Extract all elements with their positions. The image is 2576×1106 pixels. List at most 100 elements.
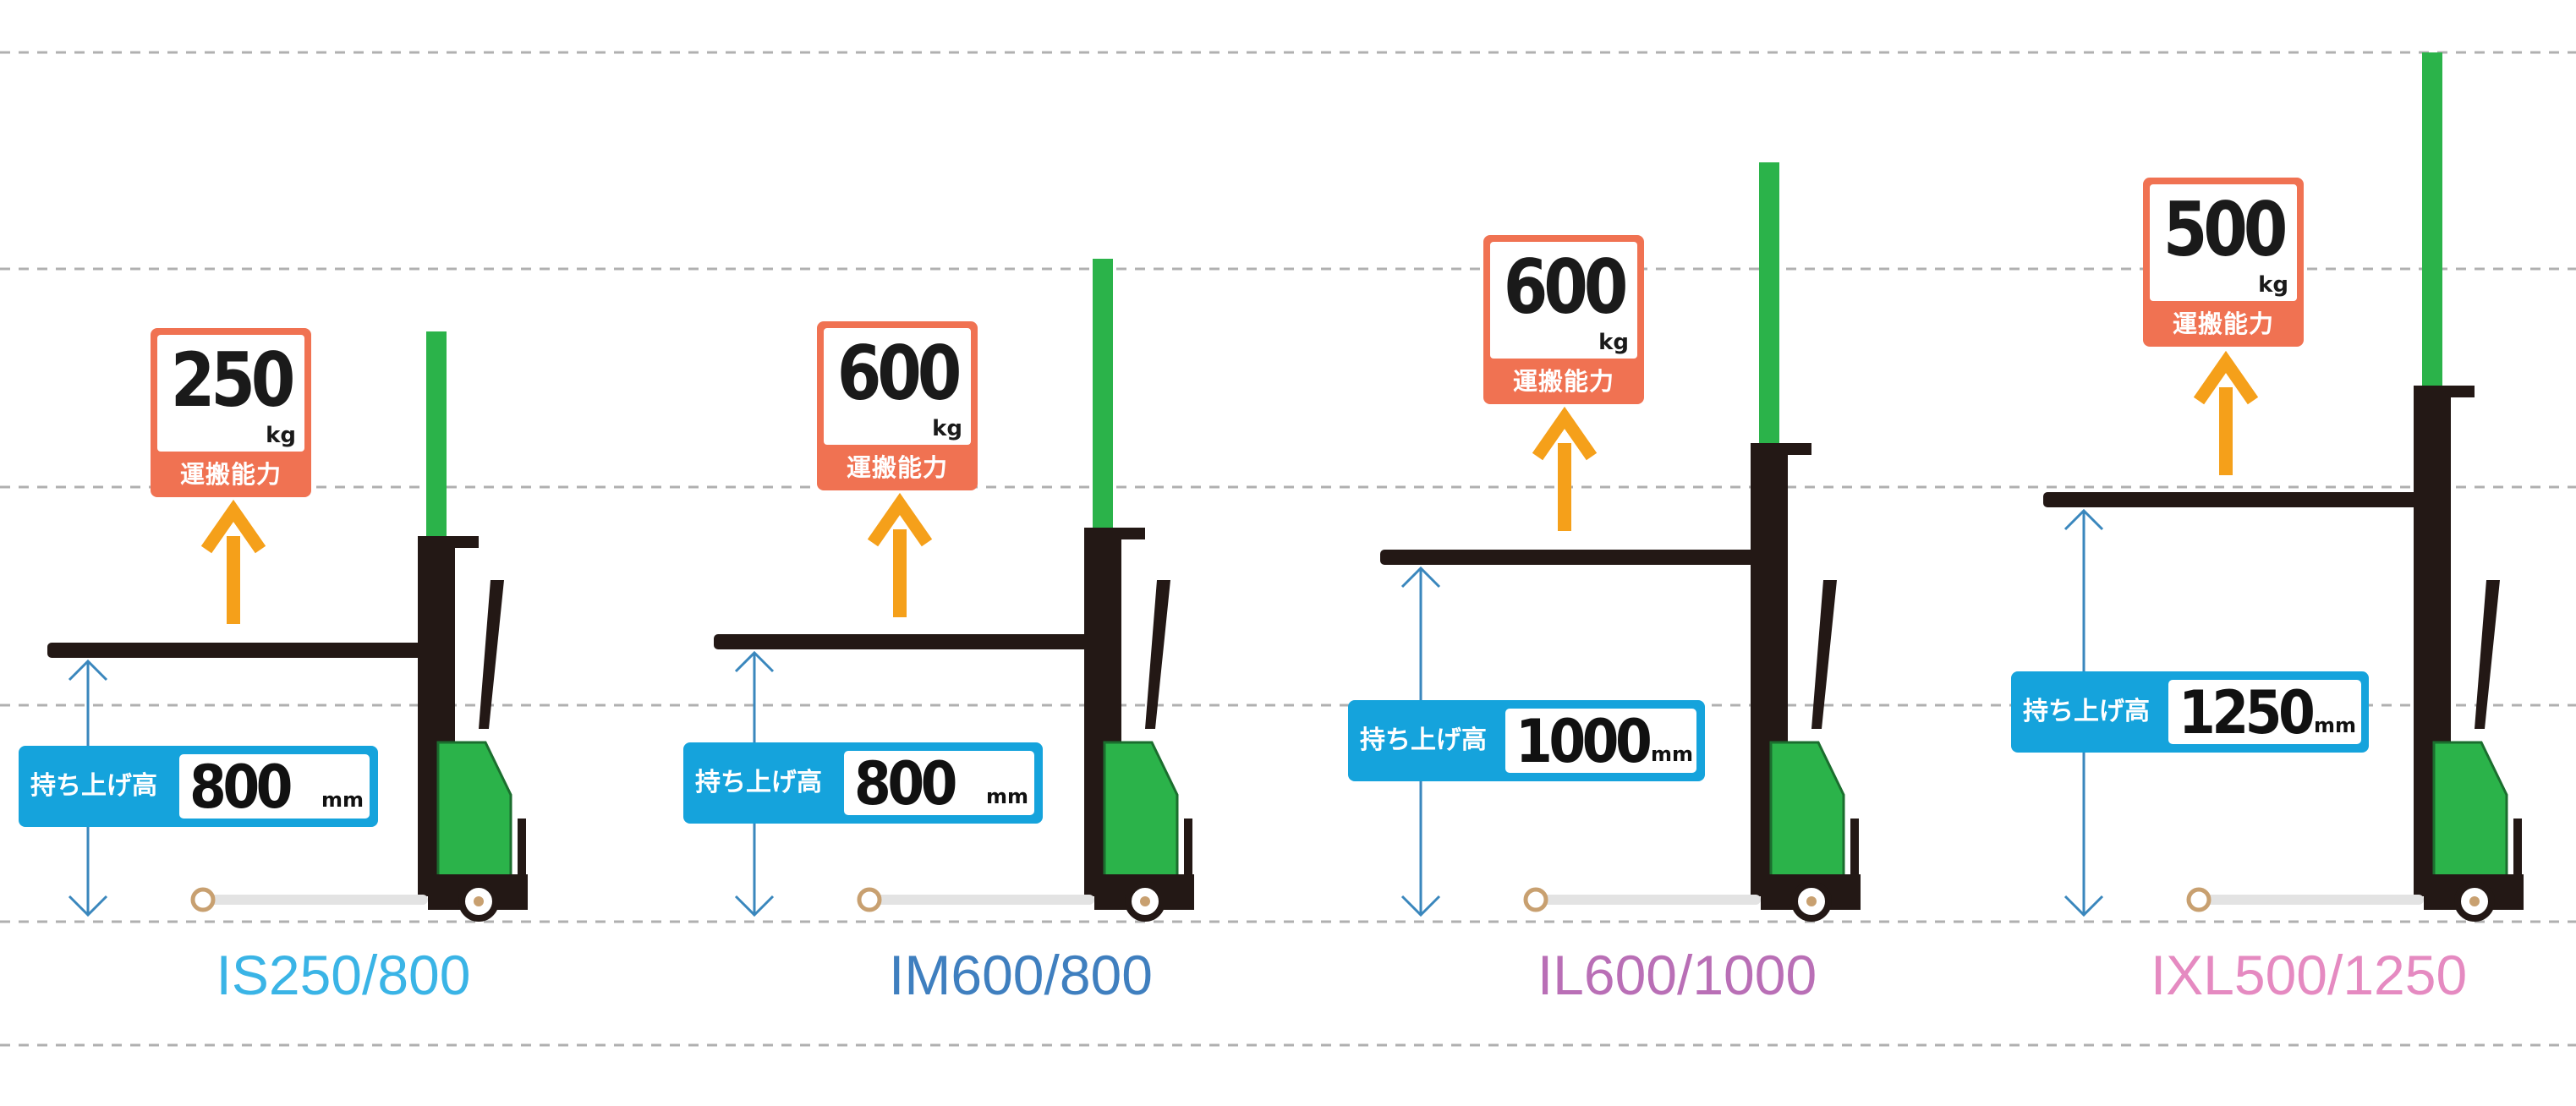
wheel-hub [474, 896, 484, 906]
lift-height-inner: 1250 mm [2168, 680, 2361, 744]
dimension-arrow-top [734, 650, 775, 673]
capacity-badge-il600: 600 kg 運搬能力 [1483, 235, 1644, 404]
mast-cap [1084, 528, 1145, 539]
lift-height-inner: 1000 mm [1505, 709, 1696, 773]
capacity-value: 250 [170, 337, 296, 424]
capacity-arrow-head [200, 499, 266, 554]
lift-height-label: 持ち上げ高 [30, 771, 157, 801]
capacity-badge-inner: 250 kg [157, 335, 304, 452]
capacity-value: 600 [1503, 244, 1629, 331]
wheel-hub [1806, 896, 1817, 906]
capacity-badge-im600: 600 kg 運搬能力 [817, 321, 978, 490]
wheel-hub [1140, 896, 1150, 906]
mast-extension [426, 331, 447, 550]
fork [1380, 550, 1771, 565]
capacity-unit: kg [932, 416, 962, 441]
lift-height-badge-im600: 持ち上げ高 800 mm [683, 742, 1043, 824]
capacity-badge-ixl500: 500 kg 運搬能力 [2143, 178, 2304, 347]
lift-height-value: 800 [854, 749, 958, 819]
capacity-label: 運搬能力 [2172, 309, 2274, 338]
capacity-badge-is250: 250 kg 運搬能力 [151, 328, 311, 497]
capacity-badge-inner: 600 kg [1490, 242, 1637, 359]
lift-height-value: 1250 [2179, 678, 2316, 747]
dimension-arrow-top [2064, 508, 2104, 531]
mast-cap [1751, 443, 1811, 455]
capacity-arrow-shaft [1558, 443, 1571, 531]
dimension-arrow-bottom [2064, 895, 2104, 917]
handle [479, 580, 504, 729]
fork-bracket [433, 609, 450, 658]
handle [2475, 580, 2500, 729]
lift-height-badge-il600: 持ち上げ高 1000 mm [1348, 700, 1705, 781]
mast-extension [1759, 162, 1779, 457]
fork-bracket [1766, 516, 1783, 565]
capacity-badge-inner: 500 kg [2150, 184, 2297, 301]
model-name-is250: IS250/800 [216, 944, 471, 1006]
capacity-value: 500 [2162, 186, 2288, 273]
rear-post [1184, 819, 1192, 886]
fork-bracket [2429, 458, 2446, 507]
dimension-arrow-top [68, 659, 108, 682]
capacity-arrow-head [2193, 350, 2259, 405]
support-leg [866, 895, 1094, 905]
capacity-arrow-shaft [893, 529, 907, 617]
lift-height-inner: 800 mm [844, 751, 1034, 815]
capacity-value: 600 [836, 330, 962, 417]
dimension-arrow-bottom [734, 895, 775, 917]
capacity-label: 運搬能力 [846, 453, 948, 482]
mast-extension [2422, 52, 2442, 399]
lift-height-badge-is250: 持ち上げ高 800 mm [19, 746, 378, 827]
mast-cap [418, 536, 479, 548]
fork [47, 643, 438, 658]
lift-height-unit: mm [2314, 714, 2357, 737]
capacity-unit: kg [266, 423, 296, 448]
lift-height-unit: mm [986, 785, 1029, 808]
capacity-arrow-head [1532, 406, 1598, 461]
rear-post [1850, 819, 1859, 886]
capacity-badge-inner: 600 kg [824, 328, 971, 445]
battery-body [2432, 741, 2508, 881]
capacity-arrow-shaft [227, 536, 240, 624]
battery-body [1769, 741, 1845, 881]
battery-body [436, 741, 512, 881]
mast-extension [1093, 259, 1113, 541]
leg-roller [1523, 887, 1548, 912]
lift-height-unit: mm [321, 788, 364, 812]
lift-height-label: 持ち上げ高 [1360, 725, 1487, 755]
capacity-arrow-head [867, 492, 933, 547]
fork-bracket [1099, 600, 1116, 649]
wheel-hub [2469, 896, 2480, 906]
handle [1811, 580, 1837, 729]
lift-height-value: 1000 [1515, 707, 1652, 776]
lift-height-badge-ixl500: 持ち上げ高 1250 mm [2011, 671, 2369, 753]
rear-post [2513, 819, 2522, 886]
mast-cap [2414, 386, 2475, 397]
leg-roller [2186, 887, 2212, 912]
lift-height-label: 持ち上げ高 [695, 768, 822, 797]
dimension-arrow-top [1400, 566, 1441, 589]
capacity-label: 運搬能力 [179, 460, 282, 489]
leg-roller [190, 887, 216, 912]
capacity-arrow-shaft [2219, 387, 2233, 475]
fork [2043, 492, 2434, 507]
battery-body [1103, 741, 1179, 881]
dimension-arrow-bottom [68, 895, 108, 917]
lift-height-unit: mm [1651, 742, 1694, 766]
capacity-label: 運搬能力 [1512, 367, 1614, 396]
support-leg [2195, 895, 2424, 905]
support-leg [200, 895, 428, 905]
model-name-ixl500: IXL500/1250 [2150, 944, 2468, 1006]
model-name-im600: IM600/800 [889, 944, 1153, 1006]
capacity-unit: kg [2258, 272, 2288, 298]
rear-post [518, 819, 526, 886]
dimension-arrow-bottom [1400, 895, 1441, 917]
model-name-il600: IL600/1000 [1537, 944, 1817, 1006]
leg-roller [857, 887, 882, 912]
lift-height-label: 持ち上げ高 [2023, 697, 2150, 726]
support-leg [1532, 895, 1761, 905]
handle [1145, 580, 1170, 729]
lift-height-value: 800 [189, 753, 293, 822]
fork [714, 634, 1104, 649]
